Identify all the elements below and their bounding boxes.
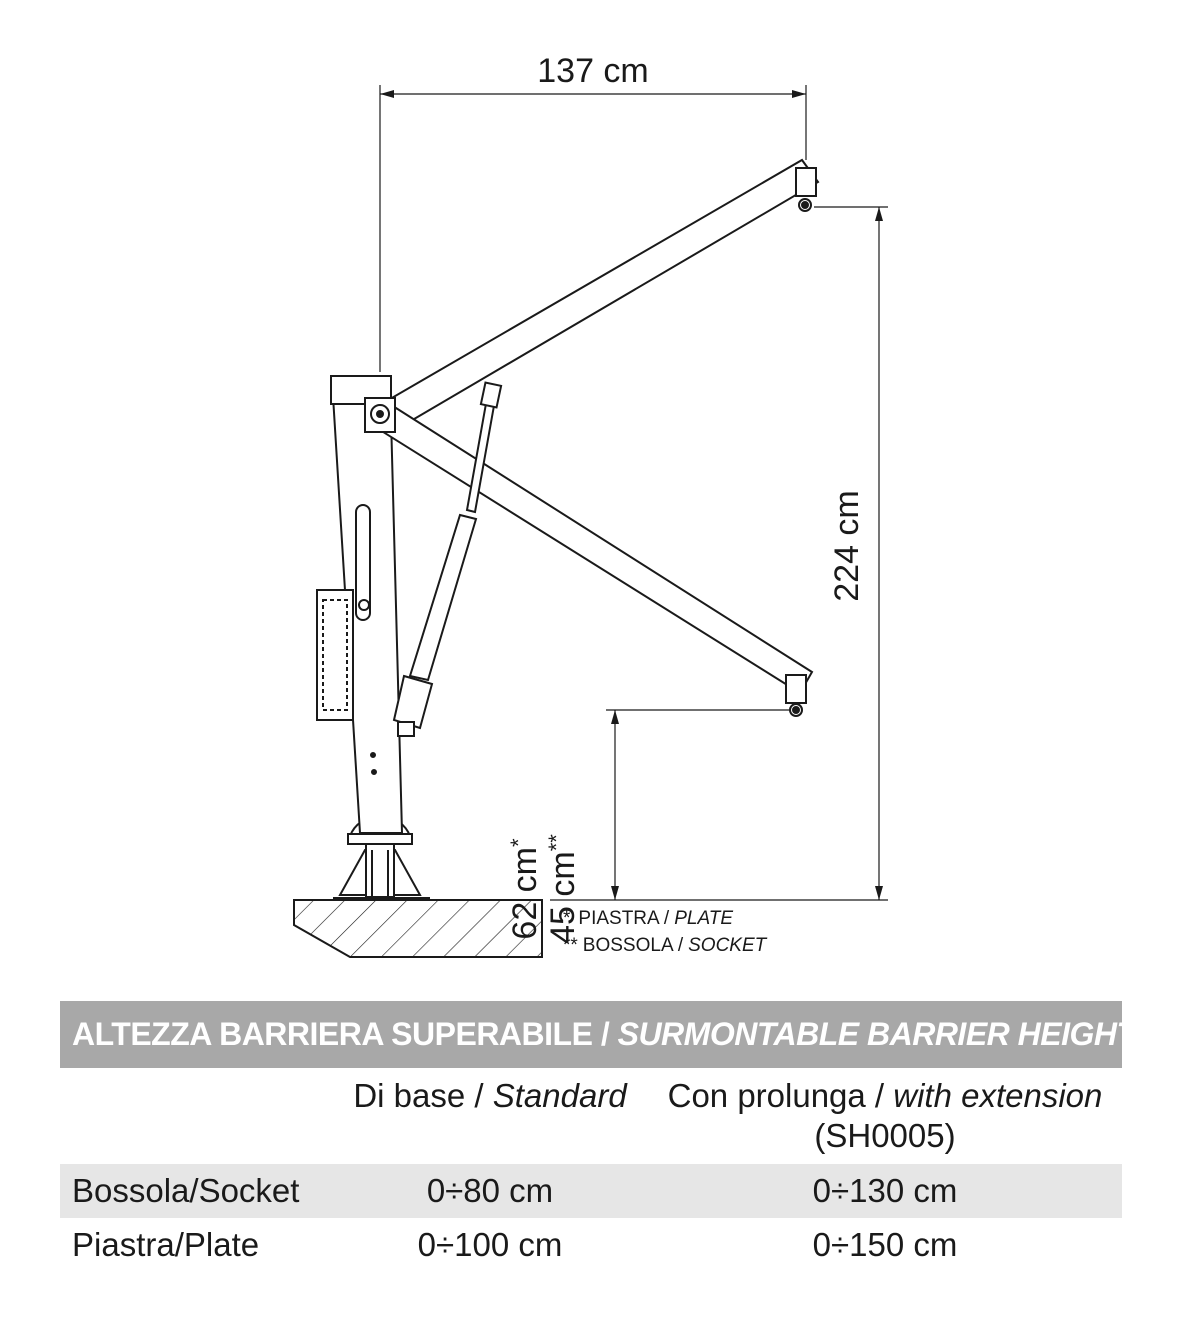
note-plate: *PIASTRA /PLATE [563,908,733,929]
min-height-socket-label: 45 cm [544,851,582,944]
crane-diagram: 137 cm 224 cm 62 cm* 45 cm** *PIASTRA /P… [293,52,888,958]
table-row: Piastra/Plate 0÷100 cm 0÷150 cm [60,1218,1122,1272]
max-height-dimension-label: 224 cm [828,490,866,602]
row-label: Piastra/Plate [72,1226,260,1263]
ground-block [293,899,543,958]
table-title: ALTEZZA BARRIERA SUPERABILE / SURMONTABL… [60,1001,1122,1068]
min-height-dimension-labels: 62 cm* 45 cm** [506,834,582,944]
svg-text:62 cm*: 62 cm* [506,838,544,940]
min-height-plate-mark: * [506,838,531,847]
min-height-socket-mark: ** [544,834,569,852]
pivot-head [364,397,396,433]
side-bracket [316,589,354,721]
table-row: Bossola/Socket 0÷80 cm 0÷130 cm [60,1164,1122,1218]
row-label: Bossola/Socket [72,1172,300,1209]
cell-extension: 0÷150 cm [812,1226,958,1263]
note-socket: **BOSSOLA /SOCKET [563,935,768,956]
cell-standard: 0÷100 cm [417,1226,563,1263]
boom-upper [376,158,820,434]
min-height-plate-label: 62 cm [506,847,544,940]
hydraulic-cylinder [392,381,503,737]
table-column-headers: Di base / Standard Con prolunga / with e… [60,1068,1122,1164]
cell-extension: 0÷130 cm [812,1172,958,1209]
cell-standard: 0÷80 cm [426,1172,554,1209]
dimension-lines [379,85,888,901]
svg-text:45 cm**: 45 cm** [544,834,582,944]
reach-dimension-label: 137 cm [537,52,649,90]
column-header-standard: Di base / Standard [353,1077,627,1114]
column-header-extension: Con prolunga / with extension (SH0005) [667,1077,1103,1154]
barrier-height-table: ALTEZZA BARRIERA SUPERABILE / SURMONTABL… [60,1001,1122,1272]
